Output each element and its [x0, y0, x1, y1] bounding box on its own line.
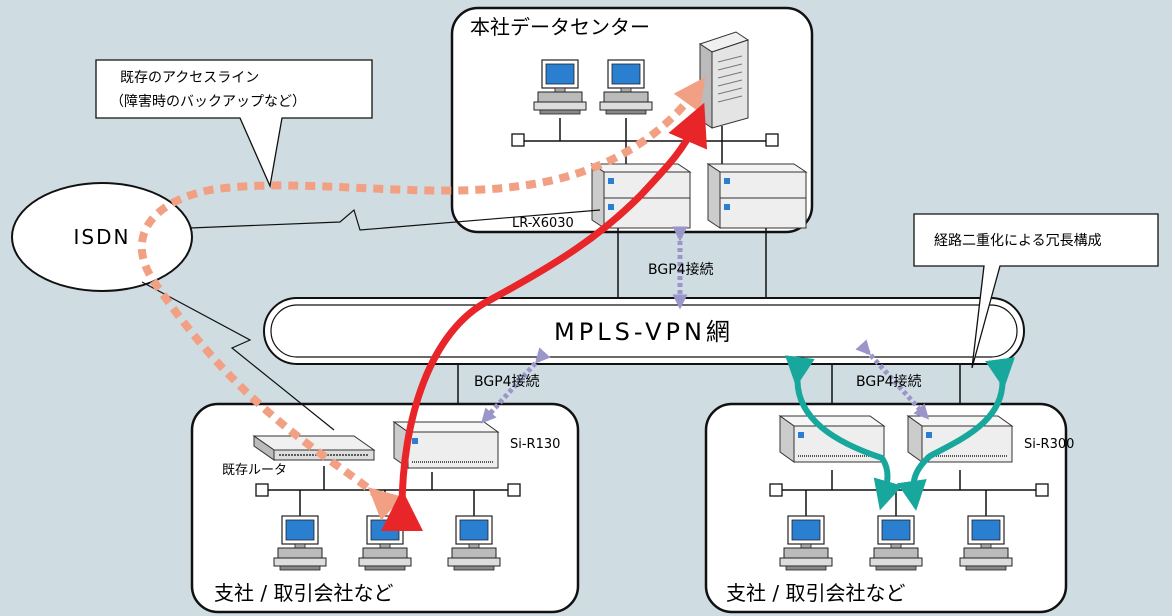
- router-secondary-icon: [707, 163, 807, 229]
- pc-icon: [869, 515, 923, 571]
- pc-icon: [779, 515, 833, 571]
- router-label-left: Si-R130: [510, 437, 560, 452]
- callout-existing-line: 既存のアクセスライン （障害時のバックアップなど）: [95, 59, 373, 189]
- lan-port: [1035, 483, 1049, 497]
- pc-icon: [959, 515, 1013, 571]
- primary-path: [380, 102, 708, 532]
- pc-icon: [599, 59, 653, 115]
- router-existing-icon: [253, 435, 375, 461]
- redundant-path-b: [897, 357, 1015, 511]
- hq-datacenter-group: 本社データセンター LR-X6030: [450, 6, 814, 234]
- lan-port: [507, 483, 521, 497]
- bgp-label-right: BGP4接続: [856, 373, 922, 390]
- isdn-branch-link: [141, 281, 335, 431]
- bgp-label-left: BGP4接続: [474, 373, 540, 390]
- hq-title: 本社データセンター: [470, 15, 650, 39]
- branch-left-group: 既存ルータ Si-R130 支社 / 取引会社など: [190, 402, 580, 614]
- pc-icon: [358, 515, 412, 571]
- branch-left-title: 支社 / 取引会社など: [214, 581, 393, 605]
- lan-port: [255, 483, 269, 497]
- callout-existing-line1: 既存のアクセスライン: [120, 70, 259, 86]
- redundant-path-a: [784, 355, 903, 511]
- server-icon: [698, 31, 750, 129]
- router-label-existing: 既存ルータ: [222, 463, 287, 478]
- router-label-right: Si-R300: [1024, 437, 1074, 452]
- mpls-vpn-network: MPLS-VPN網: [263, 297, 1025, 365]
- pc-icon: [273, 515, 327, 571]
- branch-right-title: 支社 / 取引会社など: [726, 581, 905, 605]
- mpls-label: MPLS-VPN網: [554, 318, 734, 346]
- isdn-network: ISDN: [11, 182, 193, 292]
- callout-existing-line2: （障害時のバックアップなど）: [110, 94, 306, 110]
- branch-right-group: Si-R300 支社 / 取引会社など: [704, 402, 1074, 614]
- isdn-label: ISDN: [74, 225, 131, 249]
- lan-port: [511, 133, 525, 147]
- callout-redundancy: 経路二重化による冗長構成: [913, 213, 1159, 369]
- lan-port: [769, 483, 783, 497]
- pc-icon: [447, 515, 501, 571]
- router-label-hq: LR-X6030: [512, 216, 574, 231]
- pc-icon: [533, 59, 587, 115]
- bgp-label-hq: BGP4接続: [648, 261, 714, 278]
- callout-redundancy-text: 経路二重化による冗長構成: [934, 233, 1102, 249]
- lan-port: [765, 133, 779, 147]
